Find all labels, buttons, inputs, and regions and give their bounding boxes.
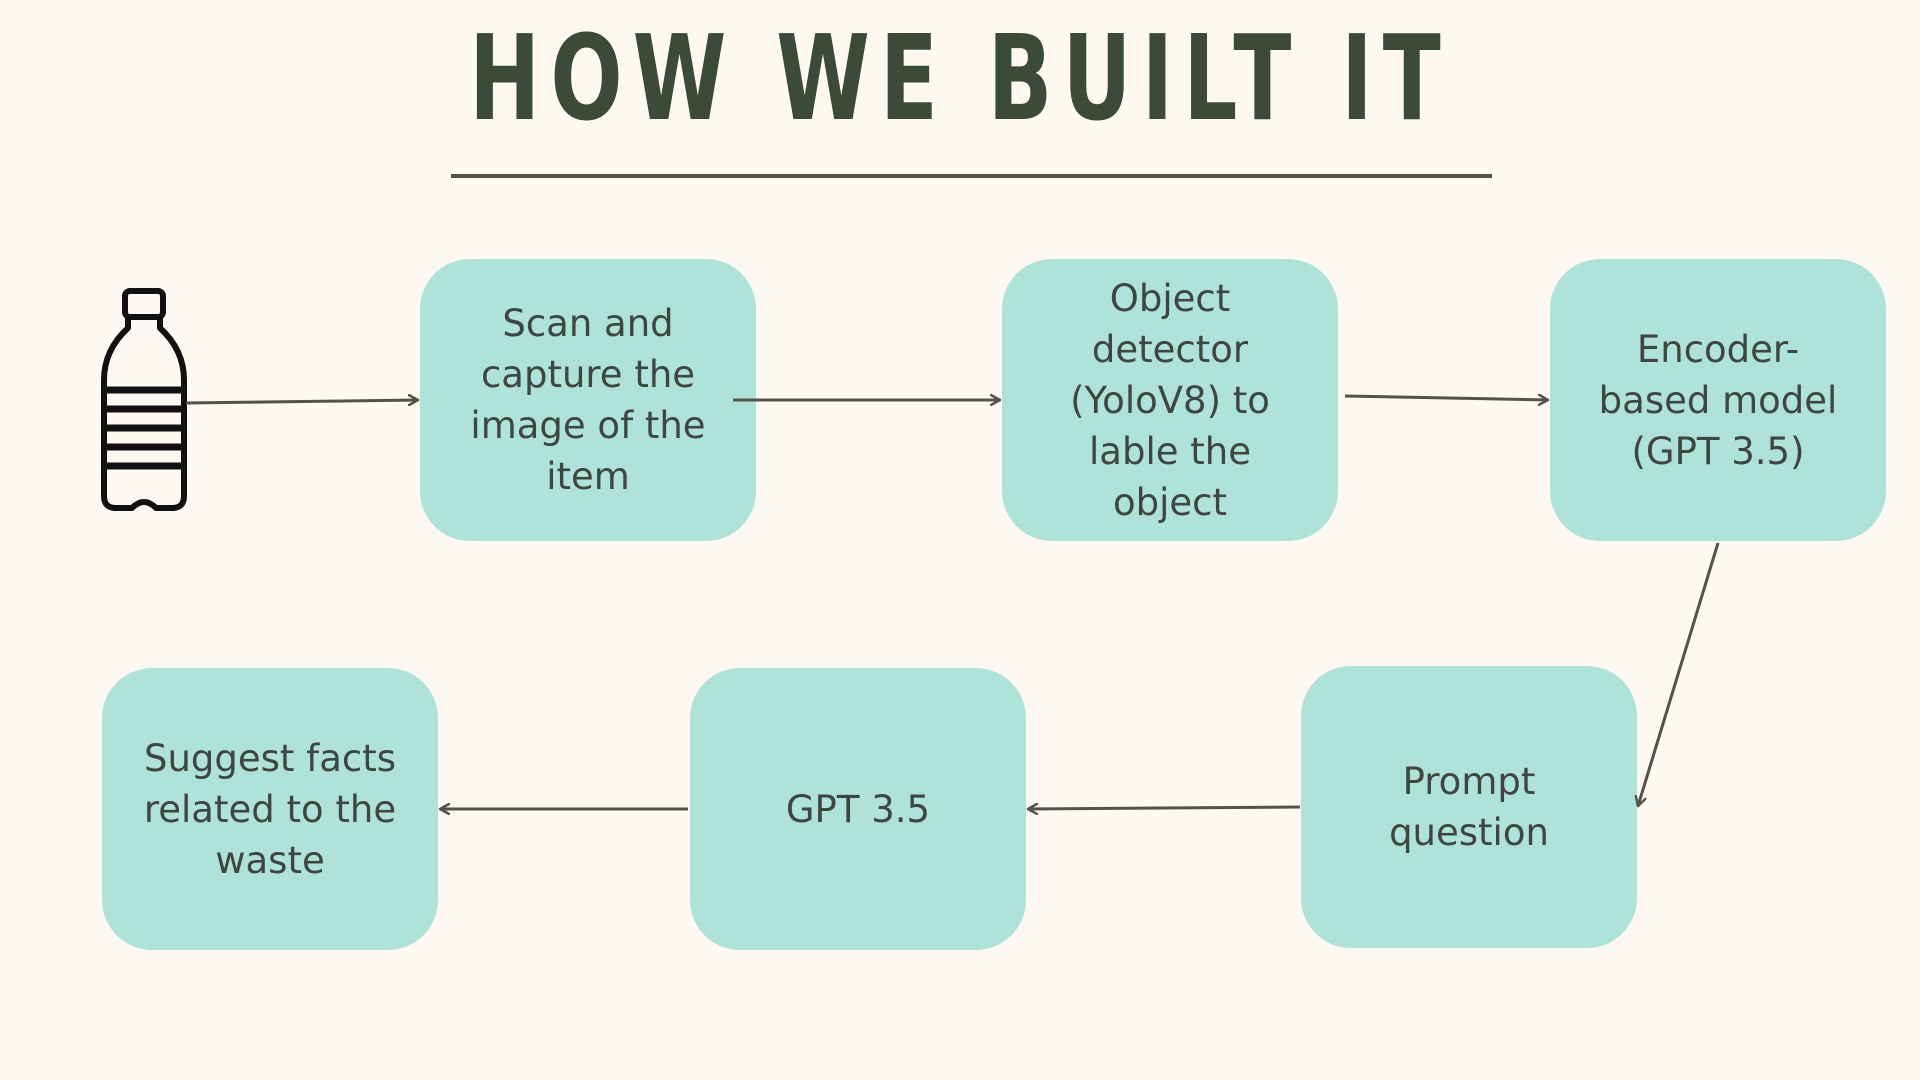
page-title: HOW WE BUILT IT bbox=[469, 9, 1451, 147]
title-divider bbox=[451, 174, 1492, 178]
step-encoder-model-label: Encoder-based model (GPT 3.5) bbox=[1598, 327, 1838, 473]
plastic-bottle-icon bbox=[101, 288, 187, 511]
arrow-bottle-to-scan bbox=[185, 400, 418, 403]
arrow-prompt-to-gpt bbox=[1028, 807, 1301, 809]
step-scan-capture: Scan and capture the image of the item bbox=[420, 259, 756, 541]
step-encoder-model: Encoder-based model (GPT 3.5) bbox=[1550, 259, 1886, 541]
step-gpt: GPT 3.5 bbox=[690, 668, 1026, 950]
arrow-detect-to-encoder bbox=[1344, 396, 1548, 400]
step-prompt-question: Prompt question bbox=[1301, 666, 1637, 948]
step-suggest-facts-label: Suggest facts related to the waste bbox=[143, 736, 397, 882]
step-scan-capture-label: Scan and capture the image of the item bbox=[470, 302, 706, 498]
step-object-detector: Object detector (YoloV8) to lable the ob… bbox=[1002, 259, 1338, 541]
step-prompt-question-label: Prompt question bbox=[1389, 760, 1549, 854]
arrow-encoder-to-prompt bbox=[1638, 542, 1720, 806]
step-suggest-facts: Suggest facts related to the waste bbox=[102, 668, 438, 950]
step-object-detector-label: Object detector (YoloV8) to lable the ob… bbox=[1070, 276, 1270, 524]
step-gpt-label: GPT 3.5 bbox=[785, 787, 931, 831]
